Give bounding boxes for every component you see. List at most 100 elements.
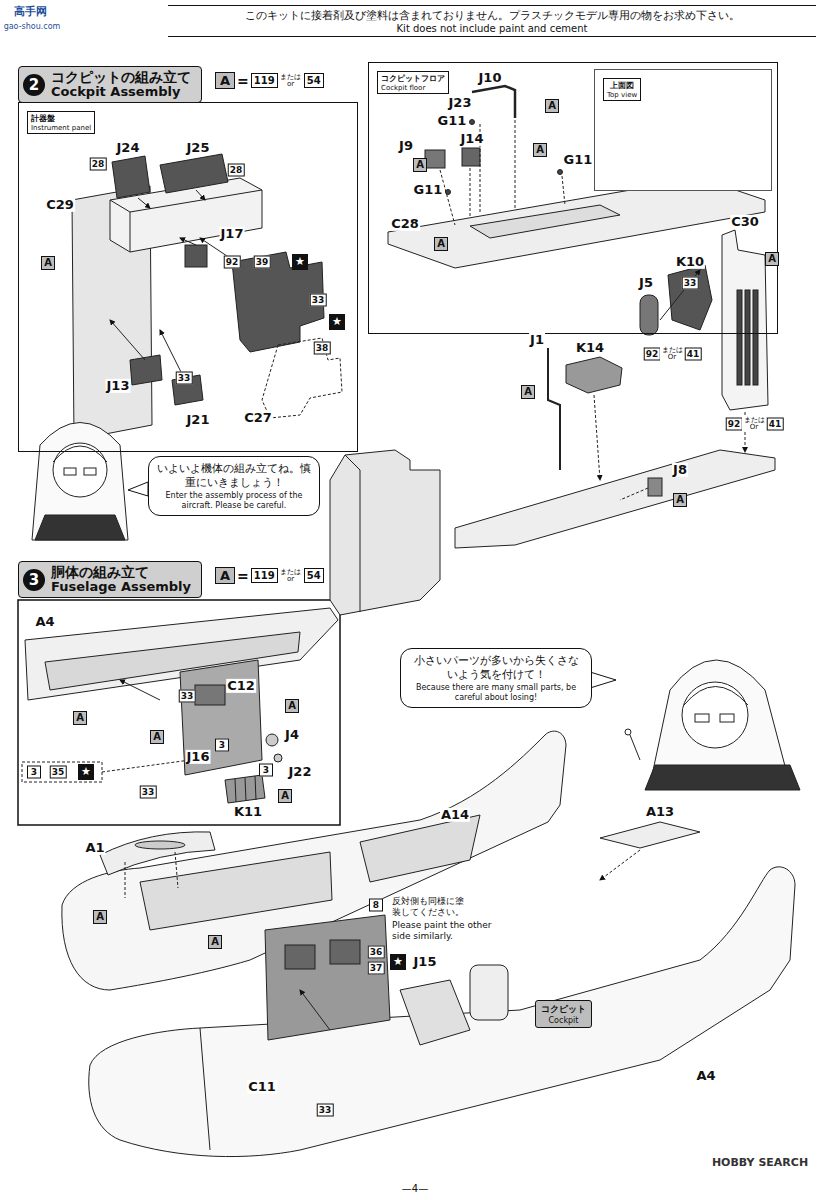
character-1 [35,515,125,540]
paint-callout: A [73,711,87,725]
page-number: —4— [402,1183,428,1194]
part-number: G11 [563,153,594,167]
color-callout: 3 [259,764,273,777]
character-2 [625,729,631,735]
color-callout: 92 [644,348,661,361]
node-text: 54 [304,568,324,583]
node-text: コクピットフロア [381,73,445,84]
cockpit-floor-drawing [472,86,515,118]
instrument-panel-drawing [160,154,228,193]
or-note: または Or [742,417,766,431]
heading-tag: 計器盤Instrument panel [27,111,95,134]
cockpit-assembly-drawing [360,470,361,612]
part-number: J9 [398,139,414,153]
heading-tag: 上面図Top view [603,78,641,101]
part-number: J16 [186,750,211,764]
part-number: K14 [575,341,605,355]
node-text: このキットに接着剤及び塗料は含まれておりません。プラスチックモデル専用の物をお求… [172,8,812,23]
fuselage-sub-drawing [225,775,265,803]
instrument-panel-drawing [196,190,205,200]
part-number: C30 [730,215,760,229]
node-text: A [215,567,235,584]
paint-callout: A [285,699,299,713]
node-text: Cockpit [541,1016,586,1025]
node-text: Kit does not include paint and cement [172,23,812,34]
node-text: 119 [251,73,278,88]
cockpit-floor-drawing [425,150,445,168]
instrument-panel-drawing [130,355,162,385]
part-number: C11 [247,1080,277,1094]
instrument-panel-drawing [130,212,131,252]
color-callout: 33 [176,372,193,385]
part-number: C28 [390,217,420,231]
cockpit-floor-drawing [562,176,565,205]
color-callout: 35 [50,766,67,779]
part-number: K11 [233,805,263,819]
paint-callout: A [41,256,55,270]
cockpit-assembly-drawing [345,455,360,470]
character-1 [32,423,128,541]
special-mark: ★ [390,954,406,970]
node-text: = [237,73,249,89]
node-text: 上面図 [607,80,637,91]
fuselage-sub-drawing [235,779,236,802]
character-1 [53,446,107,462]
cockpit-floor-drawing [388,178,765,268]
color-callout: 92 [224,256,241,269]
fuselage-drawing [600,822,700,848]
cockpit-assembly-drawing [640,295,658,335]
node-text: または or [280,74,302,88]
cockpit-assembly-drawing [745,290,750,385]
note: 反対側も同様に塗装してください。 [392,896,464,918]
fuselage-drawing [300,990,330,1030]
part-number: J14 [460,132,485,146]
part-number: J21 [186,413,211,427]
node-text: Fuselage Assembly [51,580,191,595]
fuselage-sub-drawing [245,778,246,801]
part-number: J15 [413,955,438,969]
node-text: Because there are many small parts, be c… [409,683,583,702]
part-number: K10 [675,255,705,269]
part-number: C12 [226,679,256,693]
color-callout: 38 [314,342,331,355]
notice-bar: このキットに接着剤及び塗料は含まれておりません。プラスチックモデル専用の物をお求… [168,5,816,37]
step-heading: 2コクピットの組み立てCockpit Assembly [18,66,202,103]
character-2 [645,765,800,790]
cockpit-assembly-drawing [668,265,712,330]
cockpit-floor-drawing [470,205,620,238]
cockpit-floor-drawing [558,170,563,175]
node-text: 胴体の組み立て [51,564,191,580]
paint-callout: A [93,910,107,924]
cockpit-assembly-drawing [330,450,440,615]
paint-callout: A [765,252,779,266]
node-text: または or [280,569,302,583]
node-text: Top view [607,91,637,99]
fuselage-drawing [140,852,332,930]
sub-frame [18,600,340,825]
fuselage-drawing [265,915,390,1040]
color-callout: 33 [317,1104,334,1117]
fuselage-sub-drawing [255,776,256,800]
part-number: G11 [437,114,468,128]
node-text: Cockpit floor [381,84,445,92]
node-text: Instrument panel [31,124,91,132]
color-callout: 33 [179,690,196,703]
color-callout: 41 [767,418,784,431]
node-text: 3 [23,569,45,591]
fuselage-sub-drawing [22,608,338,803]
node-text: コクピットの組み立て [51,69,191,85]
fuselage-drawing [400,980,470,1045]
color-callout: 28 [228,164,245,177]
bubble-tail [128,482,148,496]
fuselage-drawing [200,1028,210,1150]
fuselage-sub-drawing [195,685,225,705]
part-number: J17 [220,227,245,241]
character-2 [625,660,800,790]
paint-key: A=119または or54 [212,565,327,586]
node-text: = [237,568,249,584]
instrument-panel-drawing [180,238,196,245]
heading-tag: コクピットフロアCockpit floor [377,71,449,94]
paint-callout: A [208,935,222,949]
cockpit-assembly-drawing [660,270,700,320]
special-mark: ★ [292,254,308,270]
